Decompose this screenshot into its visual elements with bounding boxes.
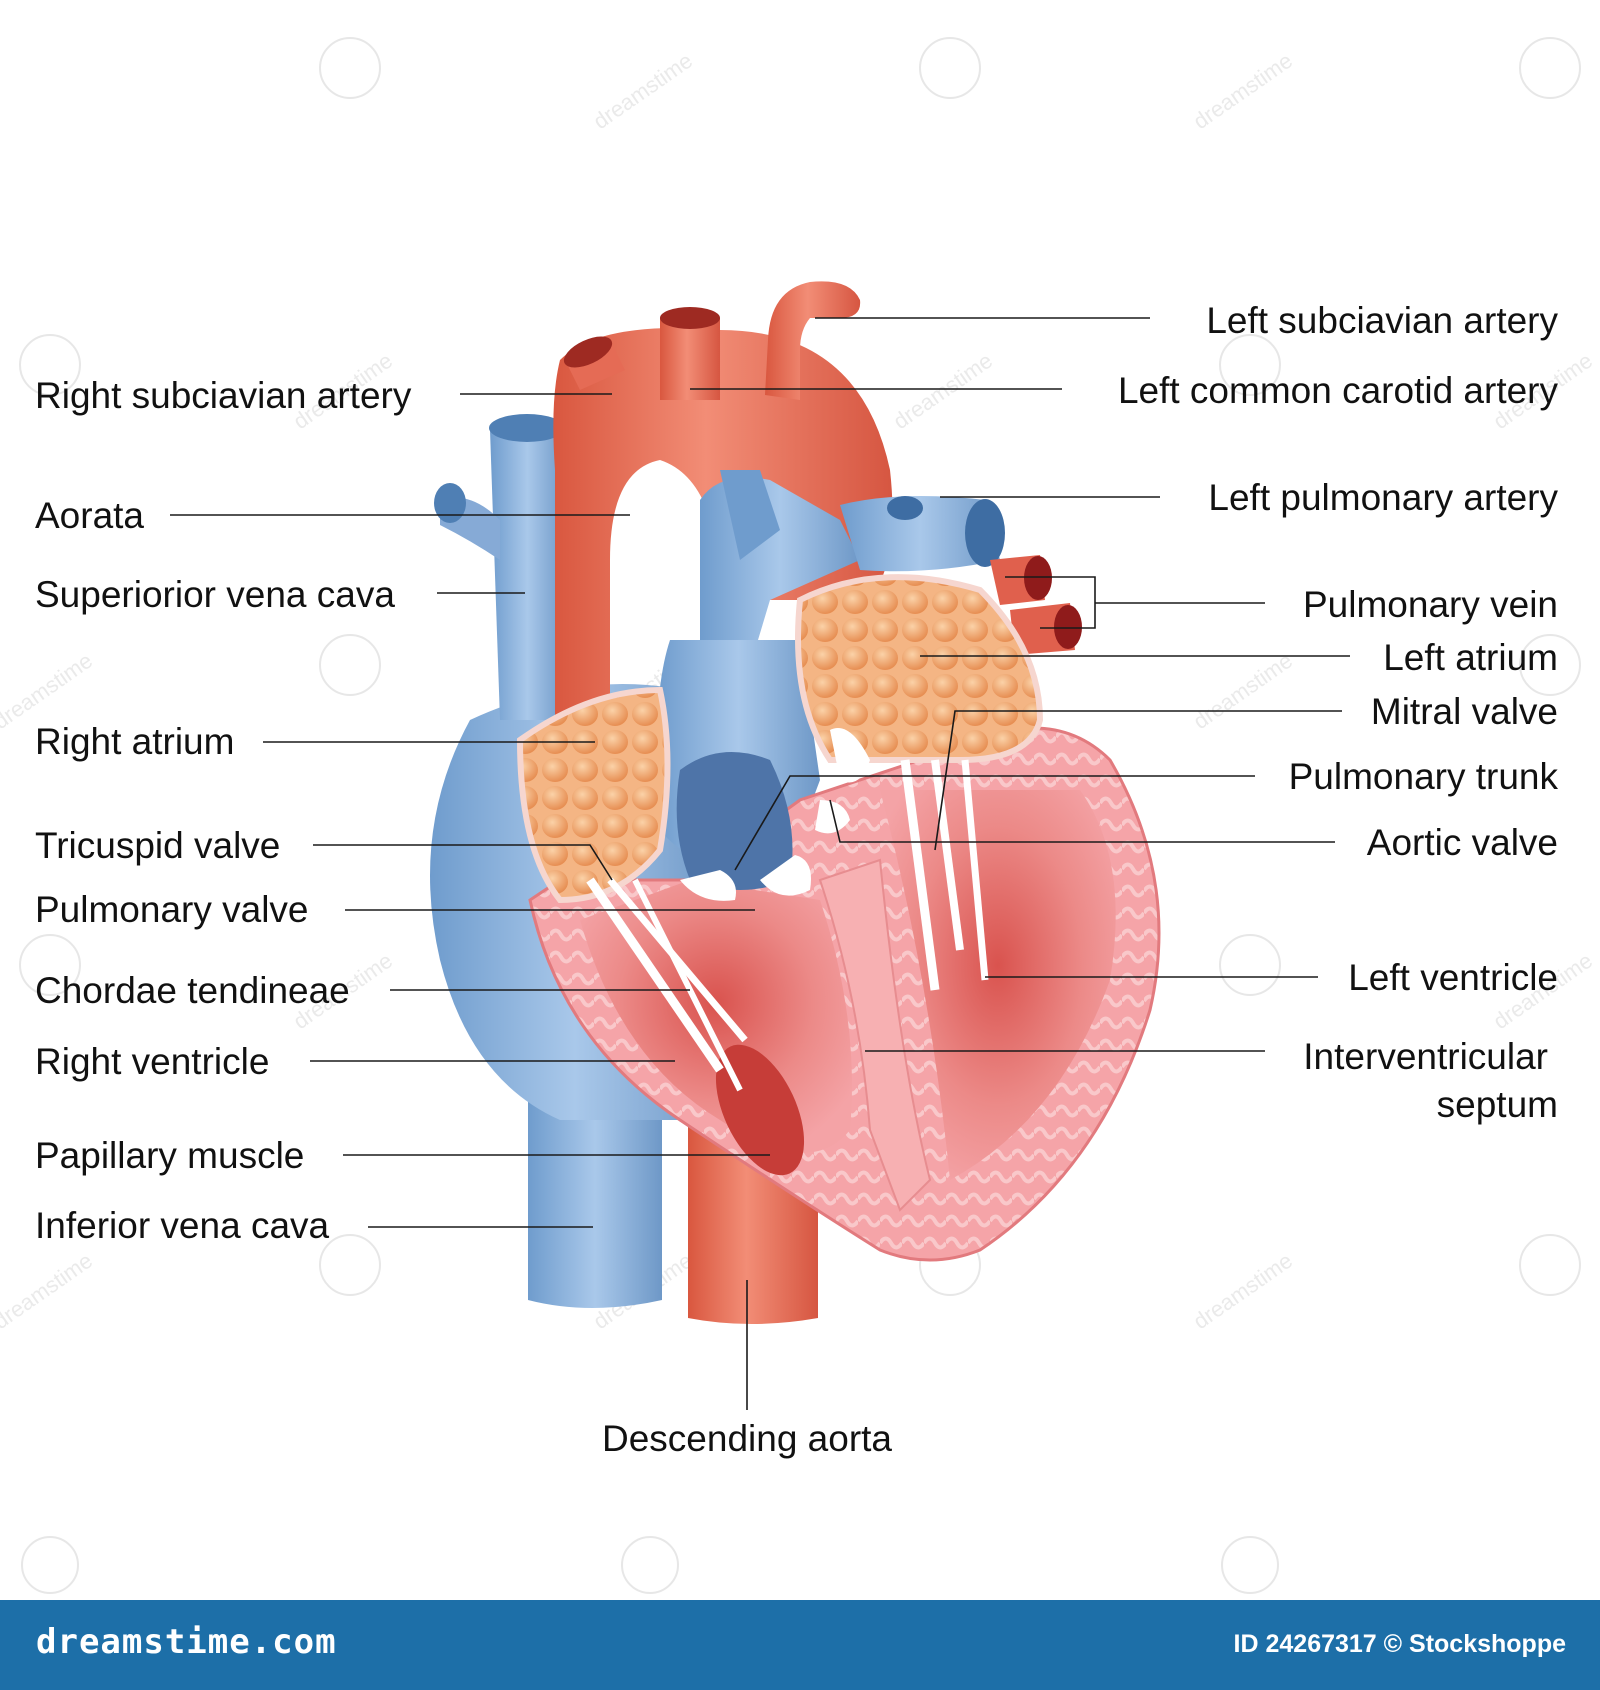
left-common-carotid-shape [660,318,720,400]
heart-illustration: dreamstime dreamstime dreamstime dreamst… [0,37,1597,1594]
pulmonary-valve-leaflet [680,870,736,901]
label-right-ventricle: Right ventricle [35,1041,269,1082]
pulmonary-vein-opening [1054,605,1082,649]
watermark-logo-icon [319,37,381,99]
watermark-logo-icon [19,334,81,396]
watermark-text: dreamstime [889,348,997,434]
brachiocephalic-trunk-shape [565,340,625,390]
pulmonary-branch-opening [887,496,923,520]
papillary-muscle-shape [715,1044,805,1176]
left-pulmonary-artery-opening [965,499,1005,567]
azygos-branch-opening [434,483,466,523]
pulmonary-vein-opening [1024,556,1052,600]
left-atrium-cut-shape [795,574,1044,763]
interventricular-septum-shape [818,858,932,1212]
footer-image-id: ID 24267317 © Stockshoppe [1233,1630,1566,1658]
watermark-logo-icon [919,37,981,99]
label-pulmonary-vein: Pulmonary vein [1303,584,1558,625]
watermark-text: dreamstime [589,48,697,134]
watermark-logo-icon [1219,334,1281,396]
left-pulmonary-artery-shape [840,496,1000,572]
watermark-logo-icon [1519,634,1581,696]
watermark-logo-icon [1519,1234,1581,1296]
watermark-logo-icon [1221,1536,1279,1594]
label-interventricular-septum-line1: Interventricular [1303,1036,1548,1077]
aortic-valve-leaflet [815,800,850,834]
left-common-carotid-opening [660,307,720,329]
leader-line [934,710,1342,851]
chordae-tendineae-strand [586,877,724,1073]
label-pulmonary-trunk: Pulmonary trunk [1289,756,1559,797]
leader-line [313,844,613,881]
label-inferior-vena-cava: Inferior vena cava [35,1205,330,1246]
right-pulmonary-artery-shape [720,470,780,560]
label-right-subclavian-artery: Right subciavian artery [35,375,412,416]
label-left-pulmonary-artery: Left pulmonary artery [1208,477,1558,518]
label-right-atrium: Right atrium [35,721,234,762]
label-descending-aorta: Descending aorta [602,1418,892,1459]
label-pulmonary-valve: Pulmonary valve [35,889,309,930]
leader-lines [170,317,1350,1410]
watermark-logo-icon [319,1234,381,1296]
watermark-logo-icon [21,1536,79,1594]
label-interventricular-septum-line2: septum [1437,1084,1558,1125]
label-aorta: Aorata [35,495,144,536]
watermark-logo-icon [1219,934,1281,996]
superior-vena-cava-opening [489,414,565,442]
watermark-logo-icon [319,634,381,696]
watermark-text: dreamstime [1189,48,1297,134]
label-left-ventricle: Left ventricle [1348,957,1558,998]
labels: Left subciavian artery Right subciavian … [35,300,1558,1459]
label-aortic-valve: Aortic valve [1367,822,1558,863]
watermark-text: dreamstime [1189,1248,1297,1334]
watermark-logo-icon [1519,37,1581,99]
aortic-valve-leaflet [830,728,870,783]
brachiocephalic-opening [563,336,613,368]
label-left-atrium: Left atrium [1383,637,1558,678]
watermark-logo-icon [621,1536,679,1594]
watermark-logo-icon [19,934,81,996]
label-mitral-valve: Mitral valve [1371,691,1558,732]
leader-line [734,775,1255,871]
left-ventricle-cavity [880,790,1116,1180]
label-superior-vena-cava: Superiorior vena cava [35,574,395,615]
label-chordae-tendineae: Chordae tendineae [35,970,350,1011]
watermark-text: dreamstime [0,1248,97,1334]
watermark-text: dreamstime [1189,648,1297,734]
label-tricuspid-valve: Tricuspid valve [35,825,280,866]
chordae-tendineae-strand [632,878,743,1092]
label-left-subclavian-artery: Left subciavian artery [1206,300,1558,341]
inferior-vena-cava-shape [528,1080,662,1308]
pulmonary-valve-leaflet [760,855,811,896]
footer-site-name[interactable]: dreamstime.com [36,1622,337,1662]
leader-line [829,799,1335,843]
label-left-common-carotid-artery: Left common carotid artery [1118,370,1559,411]
superior-vena-cava-shape [490,420,565,720]
label-papillary-muscle: Papillary muscle [35,1135,304,1176]
chordae-tendineae-strand [961,759,989,981]
pulmonary-trunk-interior [676,752,793,890]
left-subclavian-shape [765,281,861,400]
footer-bar: dreamstime.com ID 24267317 © Stockshoppe [0,1600,1600,1690]
chordae-tendineae-strand [900,759,940,991]
chordae-tendineae-strand [931,759,964,951]
